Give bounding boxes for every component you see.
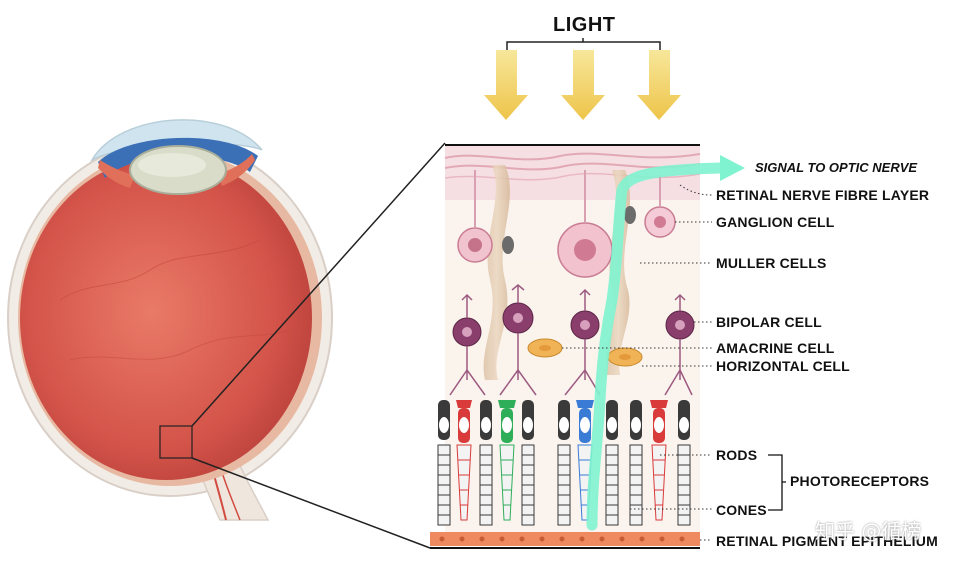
signal-label: SIGNAL TO OPTIC NERVE [755, 160, 917, 175]
light-arrow [637, 50, 681, 120]
eye-cross-section [8, 120, 332, 520]
light-arrow [484, 50, 528, 120]
label-horizontal-cell: HORIZONTAL CELL [716, 358, 850, 374]
light-arrow [561, 50, 605, 120]
label-photoreceptors: PHOTORECEPTORS [790, 473, 929, 489]
label-amacrine-cell: AMACRINE CELL [716, 340, 834, 356]
label-muller-cells: MULLER CELLS [716, 255, 827, 271]
watermark: 知乎 @循榜 [815, 515, 921, 544]
label-nerve-fibre-layer: RETINAL NERVE FIBRE LAYER [716, 187, 929, 203]
light-indicator [507, 38, 660, 50]
label-rods: RODS [716, 447, 757, 463]
label-cones: CONES [716, 502, 767, 518]
label-bipolar-cell: BIPOLAR CELL [716, 314, 822, 330]
retina-panel [430, 145, 745, 548]
photoreceptor-bracket [768, 455, 786, 510]
label-ganglion-cell: GANGLION CELL [716, 214, 834, 230]
light-label: LIGHT [553, 14, 616, 37]
